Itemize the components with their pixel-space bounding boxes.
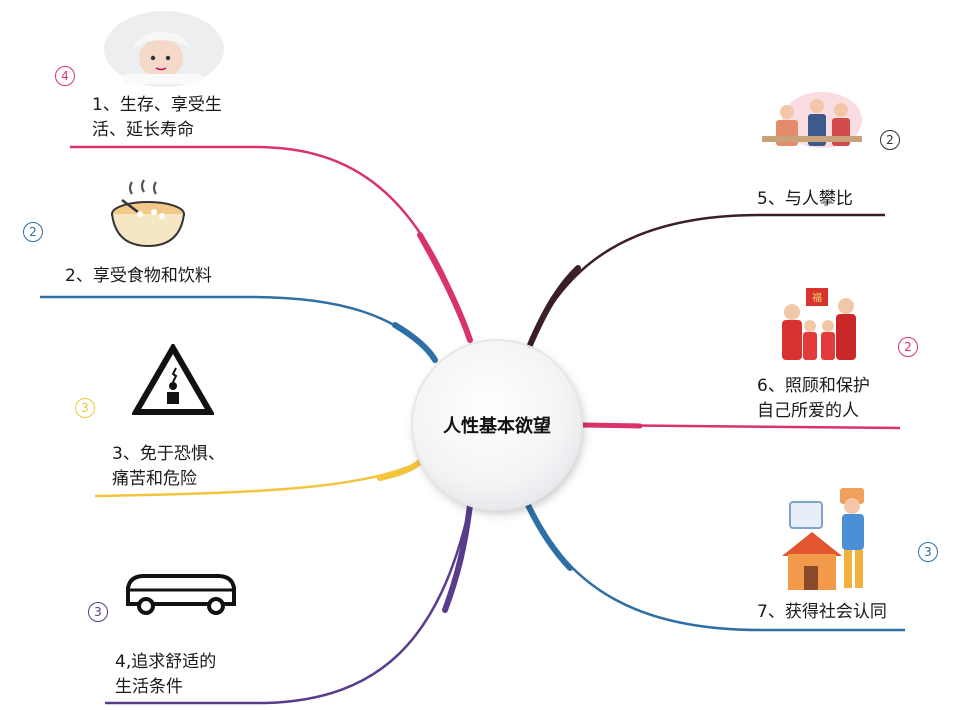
branch-2-connector-thick [392,322,438,363]
family-new-year-icon: 福 [782,288,856,360]
branch-3-badge: 3 [75,398,95,418]
branch-7-badge: 3 [918,542,938,562]
branch-5-badge: 2 [880,130,900,150]
social-recognition-icon [782,488,864,590]
food-bowl-icon [111,179,185,248]
branch-2-connector [40,295,436,361]
branch-5-connector-thick [527,265,581,348]
branch-4-connector [105,504,472,705]
branch-7-label: 7、获得社会认同 [757,602,887,622]
branch-1-connector-thick [417,232,473,343]
branch-2-label: 2、享受食物和饮料 [65,266,212,286]
branch-6-badge: 2 [898,337,918,357]
limousine-icon [126,574,236,615]
branch-4-label: 4,追求舒适的 生活条件 [115,652,217,697]
svg-text:福: 福 [812,291,822,304]
branch-6-connector-thick [580,422,643,429]
branch-1-badge: 4 [55,66,75,86]
branch-5-label: 5、与人攀比 [757,189,853,209]
branch-3-connector-thick [377,459,423,481]
central-topic: 人性基本欲望 [413,341,581,509]
baby-photo-icon [104,11,224,87]
branch-2-badge: 2 [23,222,43,242]
central-topic-title: 人性基本欲望 [443,416,551,437]
branch-1-label: 1、生存、享受生 活、延长寿命 [92,95,222,140]
hazard-warning-icon [132,344,214,415]
people-comparing-icon [762,92,862,148]
branch-4-badge: 3 [88,602,108,622]
branch-6-label: 6、照顾和保护 自己所爱的人 [757,376,870,421]
branch-3-label: 3、免于恐惧、 痛苦和危险 [112,444,225,489]
branch-4-connector-thick [442,502,473,613]
branch-7-connector-thick [525,502,573,571]
